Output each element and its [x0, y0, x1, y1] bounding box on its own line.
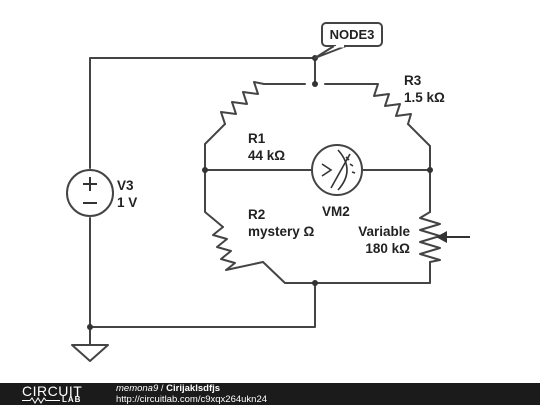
circuitlab-logo-sub: LAB	[62, 395, 82, 404]
node3-label: NODE3	[330, 27, 375, 42]
resistor-r1[interactable]	[220, 81, 265, 125]
variable-name: Variable	[358, 224, 410, 239]
r3-label: R3 1.5 kΩ	[404, 72, 445, 106]
variable-arrow-icon	[436, 231, 470, 243]
r2-name: R2	[248, 207, 266, 222]
vm2-name: VM2	[322, 204, 350, 219]
r2-label: R2 mystery Ω	[248, 206, 314, 240]
v3-name: V3	[117, 178, 134, 193]
r1-value: 44 kΩ	[248, 148, 286, 163]
r3-value: 1.5 kΩ	[404, 90, 445, 105]
node3-flag[interactable]: NODE3	[314, 22, 383, 59]
source-polarity	[83, 177, 97, 204]
r1-label: R1 44 kΩ	[248, 130, 285, 164]
variable-value: 180 kΩ	[365, 241, 410, 256]
title-separator: /	[158, 383, 167, 394]
voltage-source-v3[interactable]	[66, 169, 114, 217]
footer-bar: CIRCUIT LAB memona9 / Cirijaklsdfjs http…	[0, 383, 540, 405]
voltmeter-vm2[interactable]	[311, 144, 363, 196]
r2-value: mystery Ω	[248, 224, 315, 239]
project-title[interactable]: Cirijaklsdfjs	[166, 383, 221, 394]
circuitlab-logo[interactable]: CIRCUIT	[22, 383, 83, 399]
r3-name: R3	[404, 73, 422, 88]
wires	[89, 57, 431, 346]
vm2-label: VM2	[322, 203, 350, 220]
project-url[interactable]: http://circuitlab.com/c9xqx264ukn24	[116, 394, 268, 405]
resistor-r3[interactable]	[367, 83, 412, 125]
v3-value: 1 V	[117, 195, 138, 210]
v3-label: V3 1 V	[117, 177, 137, 211]
voltmeter-dial-icon	[321, 149, 356, 191]
r1-name: R1	[248, 131, 266, 146]
resistor-r2[interactable]	[212, 226, 264, 271]
footer-title: memona9 / Cirijaklsdfjs	[116, 383, 220, 394]
ground-symbol	[71, 344, 109, 362]
junction-dots	[87, 55, 433, 330]
logo-resistor-icon	[22, 397, 60, 404]
author-link[interactable]: memona9	[116, 383, 159, 394]
resistor-variable[interactable]	[419, 211, 441, 263]
schematic-canvas: NODE3	[66, 22, 470, 362]
variable-label: Variable 180 kΩ	[350, 223, 410, 257]
